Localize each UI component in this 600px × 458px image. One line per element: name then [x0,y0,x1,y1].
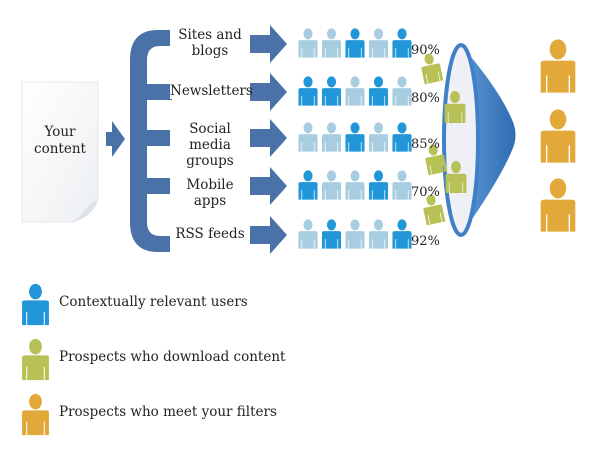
person-icon-green [22,338,49,381]
relevant-user-icon [298,170,318,200]
legend-label: Prospects who download content [59,349,286,365]
relevant-user-icon [345,28,365,58]
channel-label: RSS feeds [170,226,250,242]
arrow-icon [106,121,125,157]
user-icon [298,122,318,152]
user-icon [392,76,412,106]
channel-arrow-icon [250,216,287,254]
channel-label: Newsletters [170,83,253,99]
channel-arrow-icon [250,73,287,111]
user-icon [345,170,365,200]
brace-arm [147,130,172,146]
channel-arrow-icon [250,167,287,205]
channel-percent: 92% [411,234,440,249]
channel-percent: 80% [411,91,440,106]
source-label: Your content [34,124,86,157]
channel-percent: 90% [411,43,440,58]
user-icon [368,28,389,58]
channel-label: Mobile apps [170,177,250,209]
distribution-brace [130,30,172,252]
channel-arrow-icon [250,119,287,157]
channel-label-line: groups [186,153,234,169]
legend-label: Contextually relevant users [59,294,248,310]
document-icon [21,81,99,223]
qualified-prospect-icon [540,178,576,232]
channel-label-line: Mobile apps [186,177,234,209]
channel-label-line: blogs [191,43,229,59]
user-icon [298,28,318,58]
user-icon [345,219,365,249]
relevant-user-icon [298,76,318,106]
user-icon [321,122,342,152]
relevant-user-icon [345,122,365,152]
channel-label-line: Sites and [178,27,242,43]
user-rows [298,28,412,249]
relevant-user-icon [368,170,389,200]
user-icon [392,170,412,200]
user-icon [298,219,318,249]
qualified-prospect-icon [540,39,576,93]
relevant-user-icon [392,28,412,58]
channel-percent: 70% [411,185,440,200]
qualified-group [540,39,576,232]
brace-arm [147,84,172,100]
channel-percent: 85% [411,137,440,152]
relevant-user-icon [368,76,389,106]
legend-label: Prospects who meet your filters [59,404,277,420]
channel-label-line: Social media [189,121,231,153]
channel-arrows [250,25,287,254]
relevant-user-icon [392,122,412,152]
user-icon [345,76,365,106]
relevant-user-icon [321,219,342,249]
person-icon-blue [22,283,49,326]
channel-label-line: Newsletters [170,83,253,99]
user-icon [368,122,389,152]
user-icon [368,219,389,249]
relevant-user-icon [321,76,342,106]
relevant-user-icon [392,219,412,249]
brace-shape [130,30,170,252]
user-icon [321,170,342,200]
legend-icons [22,283,49,436]
funnel-icon [442,43,516,237]
channel-label-line: RSS feeds [175,226,245,242]
user-icon [321,28,342,58]
qualified-prospect-icon [540,109,576,163]
channel-arrow-icon [250,25,287,63]
person-icon-orange [22,393,49,436]
brace-arm [147,178,172,194]
